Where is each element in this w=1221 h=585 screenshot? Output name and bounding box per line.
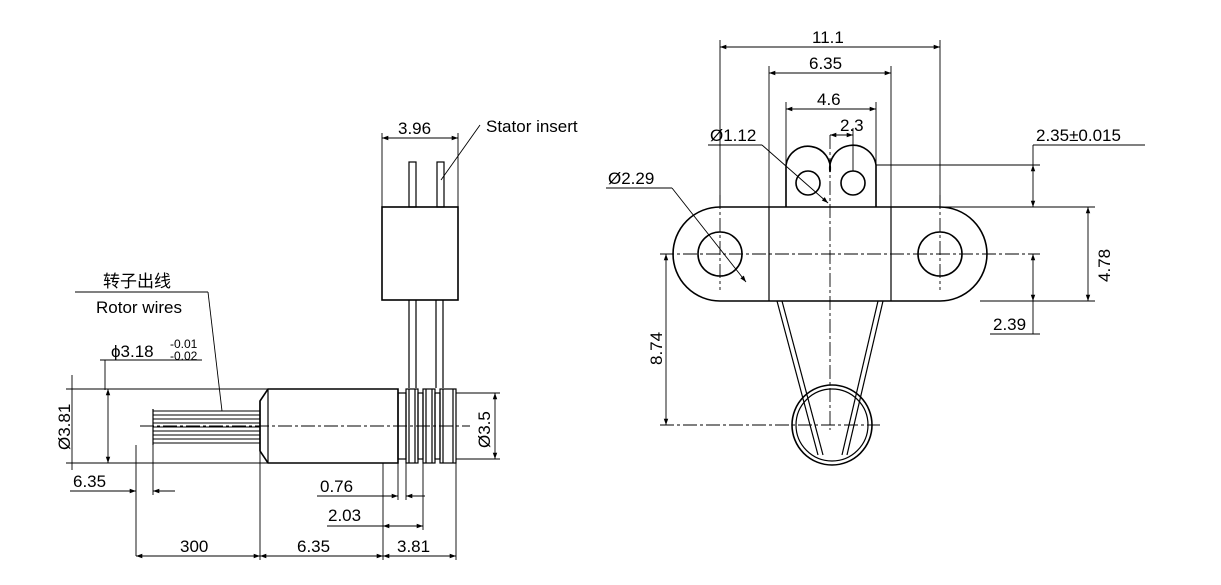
dim-groove-2: 2.03 [328,506,361,525]
dim-overall-width: 11.1 [812,28,844,47]
pin-right [840,170,866,196]
stator-pin-right [436,161,445,208]
pin-left [795,170,821,196]
dim-groove-1: 0.76 [320,477,353,496]
dim-pin-spacing: 2.3 [840,116,864,135]
right-view: 11.1 6.35 4.6 2.3 Ø1.12 Ø2.29 2.35±0.015 [606,28,1145,466]
dim-pin-outer: 4.6 [817,90,841,109]
label-rotor-wires-en: Rotor wires [96,298,182,317]
dim-wire-length: 300 [180,537,208,556]
dim-block-width: 6.35 [809,54,842,73]
dim-body-diameter: Ø3.81 [55,404,74,450]
dim-body-length: 6.35 [297,537,330,556]
dim-hole-diameter: Ø2.29 [608,169,654,188]
dim-block-height: 2.35±0.015 [1036,126,1121,145]
label-rotor-wires-cn: 转子出线 [103,272,171,291]
dim-flange-diameter: Ø3.5 [475,411,494,448]
dim-flange-height: 4.78 [1095,249,1114,282]
dim-wire-strip: 6.35 [73,472,106,491]
stator-pin-left [408,161,417,208]
dim-flange-length: 3.81 [397,537,430,556]
dim-center-offset: 2.39 [993,315,1026,334]
dim-shaft-diameter: ϕ3.18 [111,342,154,361]
dim-pin-diameter: Ø1.12 [710,126,756,145]
mounting-flange [672,206,988,302]
stator-insert-block [381,206,459,301]
label-stator-insert: Stator insert [486,117,578,136]
dim-stator-width: 3.96 [398,119,431,138]
rotor-wire-bundle [152,409,260,445]
dim-shaft-tol-lower: -0.02 [170,349,198,363]
dim-shaft-tol-upper: -0.01 [170,337,198,351]
left-view: 3.96 Stator insert 转子出线 Rotor wires ϕ3.1… [55,117,578,560]
dim-ring-distance: 8.74 [647,332,666,365]
